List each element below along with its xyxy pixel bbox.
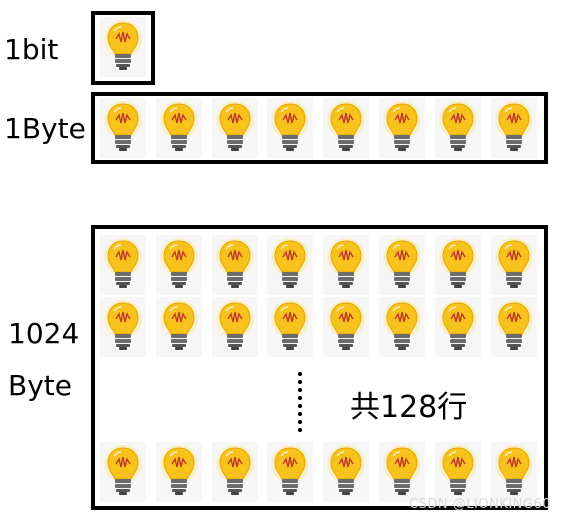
ellipsis-dot	[298, 404, 302, 408]
bulb-icon	[434, 235, 481, 295]
bulb-icon	[267, 297, 314, 357]
bulb-icon	[155, 297, 202, 357]
bulb-icon	[490, 442, 537, 502]
bulb-icon	[267, 442, 314, 502]
bulb-icon	[323, 235, 370, 295]
bulb-icon	[323, 297, 370, 357]
bulb-icon	[379, 235, 425, 295]
bulb-icon	[155, 98, 202, 158]
bulb-icon	[490, 98, 537, 158]
ellipsis-dot	[298, 396, 302, 400]
bulb-icon	[323, 442, 370, 502]
bulb-icon	[211, 442, 258, 502]
bulb-icon	[155, 235, 202, 295]
bulb-icon	[211, 235, 258, 295]
ellipsis-dot	[298, 428, 302, 432]
byte-label: 1Byte	[4, 112, 86, 145]
bulb-icon	[490, 297, 537, 357]
bulb-icon	[379, 297, 425, 357]
kilobyte-label-number: 1024	[8, 317, 80, 350]
ellipsis-dot	[298, 412, 302, 416]
ellipsis-dot	[298, 420, 302, 424]
bulb-icon	[211, 297, 258, 357]
watermark: CSDN @LIONKING60	[409, 497, 551, 512]
bulb-icon	[100, 442, 146, 502]
bulb-icon	[434, 442, 481, 502]
bulb-icon	[434, 98, 481, 158]
bulb-icon	[434, 297, 481, 357]
bulb-icon	[490, 235, 537, 295]
bulb-icon	[323, 98, 370, 158]
bulb-icon	[379, 442, 425, 502]
bulb-icon	[155, 442, 202, 502]
bulb-icon	[100, 235, 146, 295]
bulb-icon	[100, 17, 146, 77]
ellipsis-dot	[298, 388, 302, 392]
bulb-icon	[211, 98, 258, 158]
bulb-icon	[267, 235, 314, 295]
kilobyte-label-unit: Byte	[8, 369, 72, 402]
bit-label: 1bit	[4, 33, 59, 66]
bulb-icon	[100, 98, 146, 158]
bulb-icon	[100, 297, 146, 357]
bulb-icon	[267, 98, 314, 158]
bulb-icon	[379, 98, 425, 158]
total-rows-label: 共128行	[350, 390, 468, 425]
ellipsis-dot	[298, 380, 302, 384]
ellipsis-dot	[298, 372, 302, 376]
